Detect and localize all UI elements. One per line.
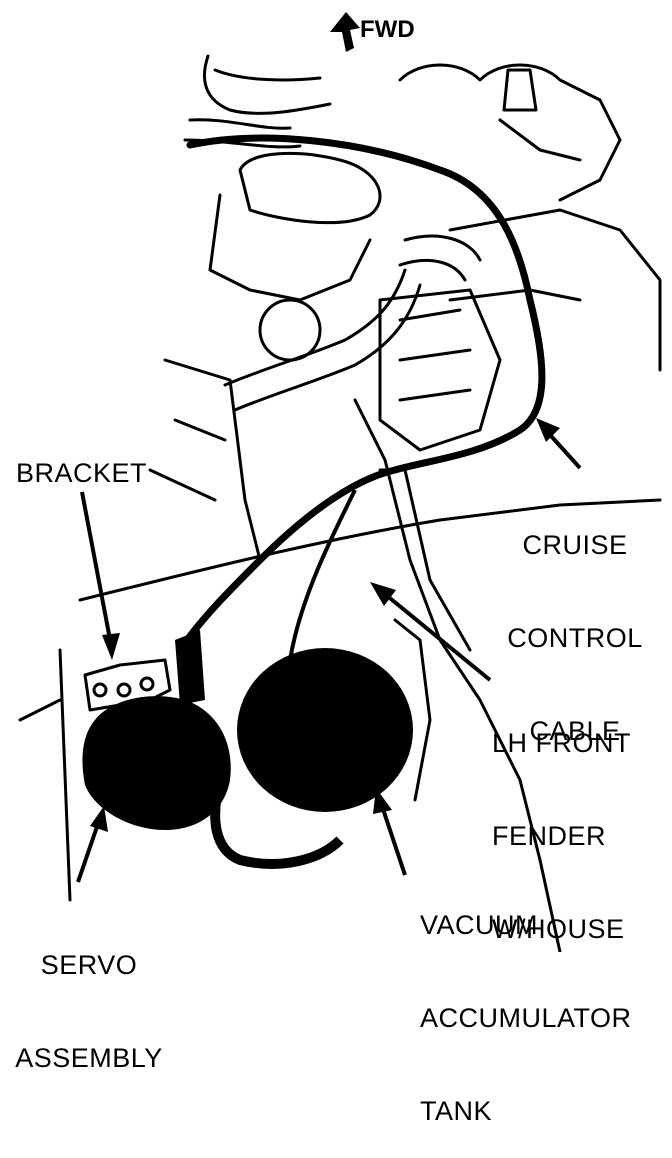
fender-apron [448, 208, 662, 372]
throttle-body [238, 152, 382, 225]
servo-leader [76, 817, 102, 883]
label-line: VACUUM [420, 910, 539, 940]
label-line: ACCUMULATOR [420, 1003, 632, 1033]
cable-arrowhead [536, 418, 560, 442]
servo-mount [175, 630, 205, 705]
pulley [258, 298, 322, 362]
label-line: ASSEMBLY [15, 1043, 163, 1073]
label-line: TANK [420, 1096, 493, 1126]
engine-top-outline [203, 54, 332, 115]
engine-block-left [148, 358, 262, 562]
label-line: CONTROL [507, 623, 643, 653]
lower-body-line [18, 648, 72, 902]
bracket-label: BRACKET [16, 458, 148, 488]
coolant-reservoir [502, 68, 538, 112]
fwd-label: FWD [360, 16, 415, 43]
tank-leader [378, 799, 407, 876]
bracket-hole [92, 682, 108, 698]
label-line: LH FRONT [492, 728, 631, 758]
servo-assembly [82, 696, 231, 830]
right-engine-parts [398, 63, 622, 202]
label-line: CRUISE [522, 530, 628, 560]
valve-cover [208, 193, 372, 302]
vacuum-accumulator-tank [237, 648, 413, 812]
tank-arrowhead [373, 788, 392, 814]
intake-manifold [378, 288, 502, 452]
bracket-leader [80, 491, 114, 651]
bracket-hole [139, 676, 155, 692]
bracket-outline [83, 658, 172, 712]
fender-arrowhead [370, 582, 396, 606]
cowl-line [78, 498, 662, 602]
fender-leader [378, 588, 492, 682]
label-line: CABLE [529, 716, 621, 746]
cruise-control-cable [176, 134, 546, 654]
lower-hose [223, 268, 422, 412]
label-line: W/HOUSE [492, 914, 625, 944]
servo-arrowhead [90, 806, 108, 832]
fender-line [353, 398, 562, 952]
bracket-hole [116, 682, 132, 698]
engine-bay-diagram [18, 12, 662, 952]
lh-front-fender-label: LH FRONT FENDER W/HOUSE [492, 666, 631, 976]
fwd-arrow-icon [330, 12, 360, 52]
cruise-control-cable-label: CRUISE CONTROL CABLE [500, 468, 650, 778]
label-line: FENDER [492, 821, 607, 851]
vacuum-accumulator-tank-label: VACUUM ACCUMULATOR TANK [420, 848, 632, 1158]
vacuum-hose [226, 789, 332, 849]
vacuum-hose [210, 778, 344, 869]
bracket-arrowhead [102, 633, 120, 660]
servo-assembly-label: SERVO ASSEMBLY [4, 888, 174, 1105]
upper-radiator-hose [398, 234, 482, 282]
label-line: SERVO [40, 950, 138, 980]
